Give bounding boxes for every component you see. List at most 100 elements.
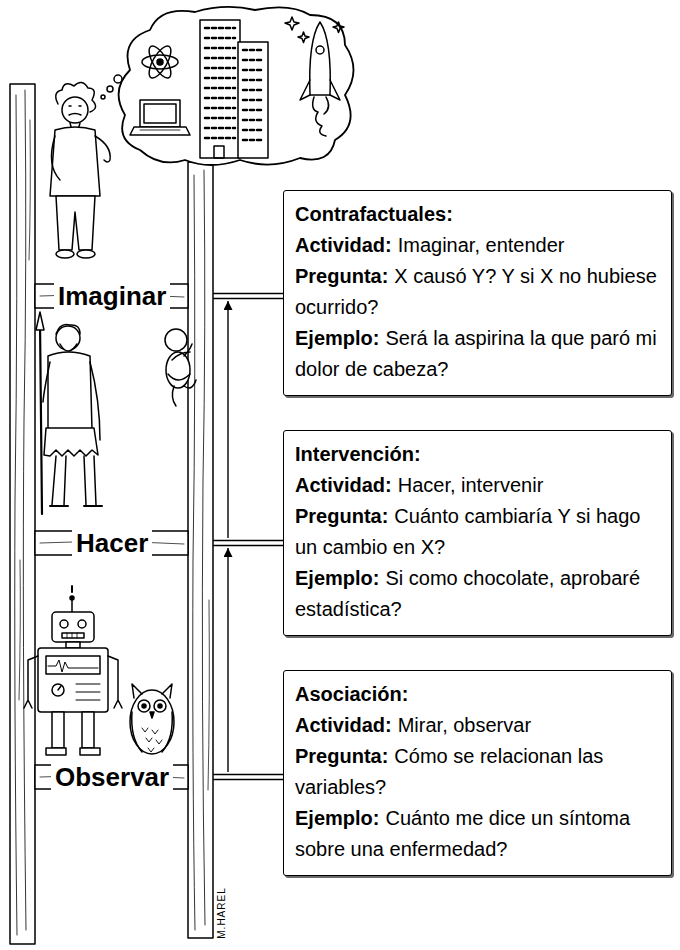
robot-figure	[66, 642, 80, 648]
box-row: Pregunta:X causó Y? Y si X no hubiese oc…	[295, 261, 661, 323]
einstein-figure	[62, 97, 88, 123]
owl-figure	[150, 712, 154, 718]
caveman-figure	[44, 428, 98, 456]
ladder-pole	[193, 175, 195, 930]
ladder-pole	[15, 95, 17, 935]
owl-figure	[142, 704, 146, 708]
caveman-figure	[56, 326, 80, 350]
box-heading: Asociación:	[295, 679, 661, 710]
ladder-pole	[188, 162, 213, 938]
thought-bubble	[316, 46, 324, 54]
thought-bubble	[285, 17, 299, 30]
signature: M.HAREL	[216, 887, 228, 938]
rung-title: Hacer	[76, 528, 148, 558]
owl-figure	[154, 700, 166, 712]
thought-bubble	[200, 20, 240, 158]
thought-bubble	[310, 22, 331, 95]
owl-figure	[130, 690, 174, 754]
field-name: Actividad:	[295, 474, 392, 496]
box-row: Ejemplo:Será la aspirina la que paró mi …	[295, 323, 661, 385]
robot-figure	[24, 656, 38, 708]
info-box: Intervención:Actividad:Hacer, intervenir…	[283, 430, 672, 636]
owl-figure	[142, 728, 162, 752]
einstein-figure	[50, 75, 122, 258]
einstein-figure	[56, 250, 74, 258]
thought-bubble	[243, 50, 263, 140]
baby-figure	[168, 374, 190, 380]
ladder-pole	[29, 120, 30, 260]
box-row: Ejemplo:Cuánto me dice un síntoma sobre …	[295, 803, 661, 865]
einstein-figure	[107, 86, 113, 92]
box-row: Actividad:Hacer, intervenir	[295, 470, 661, 501]
connector	[228, 548, 229, 772]
thought-bubble	[238, 42, 268, 158]
baby-figure	[165, 329, 187, 351]
box-row: Pregunta:Cuánto cambiaría Y si hago un c…	[295, 501, 661, 563]
baby-figure	[165, 329, 196, 406]
rung-label: Observar	[51, 761, 173, 793]
thought-bubble	[313, 97, 329, 136]
box-row: Pregunta:Cómo se relacionan las variable…	[295, 741, 661, 803]
robot-figure	[38, 648, 108, 712]
field-name: Pregunta:	[295, 265, 388, 287]
box-heading: Contrafactuales:	[295, 199, 661, 230]
robot-figure	[82, 712, 94, 748]
arrow-line	[227, 548, 228, 772]
owl-figure	[138, 700, 150, 712]
rung-label: Imaginar	[54, 280, 170, 312]
thought-bubble	[214, 146, 224, 158]
thought-bubble	[300, 80, 340, 100]
einstein-figure	[56, 196, 95, 250]
owl-figure	[158, 704, 162, 708]
thought-bubble	[130, 127, 190, 135]
field-value: Mirar, observar	[398, 714, 531, 736]
caveman-figure	[56, 324, 80, 334]
thought-bubble	[333, 22, 344, 33]
caveman-figure	[36, 312, 44, 330]
baby-figure	[166, 352, 190, 388]
field-name: Ejemplo:	[295, 807, 379, 829]
robot-figure	[67, 633, 77, 638]
robot-figure	[80, 748, 100, 755]
robot-figure	[76, 684, 100, 700]
ladder-pole	[202, 170, 205, 925]
einstein-figure	[101, 95, 105, 99]
caveman-figure	[40, 322, 42, 514]
caveman-figure	[50, 505, 102, 507]
field-name: Pregunta:	[295, 505, 388, 527]
field-name: Actividad:	[295, 714, 392, 736]
owl-figure	[130, 684, 174, 754]
robot-figure	[24, 586, 122, 755]
thought-bubble	[157, 59, 163, 65]
robot-figure	[60, 620, 68, 628]
thought-bubble	[145, 43, 175, 81]
ladder-pole	[23, 90, 26, 930]
field-name: Ejemplo:	[295, 327, 379, 349]
thought-bubble	[142, 55, 178, 69]
box-row: Ejemplo:Si como chocolate, aprobaré esta…	[295, 563, 661, 625]
robot-figure	[52, 612, 94, 642]
connector	[228, 301, 229, 538]
owl-figure	[132, 684, 172, 698]
field-name: Actividad:	[295, 234, 392, 256]
ladder-pole	[208, 600, 209, 790]
caveman-figure	[48, 352, 92, 430]
field-value: Imaginar, entender	[398, 234, 565, 256]
robot-figure	[62, 633, 84, 638]
caveman-figure	[60, 344, 77, 351]
caveman-figure	[36, 312, 102, 514]
einstein-figure	[95, 136, 110, 162]
thought-bubble	[205, 28, 235, 138]
einstein-figure	[51, 136, 60, 180]
robot-figure	[52, 684, 64, 696]
owl-figure	[132, 712, 173, 752]
field-name: Pregunta:	[295, 745, 388, 767]
ladder-pole	[10, 84, 35, 944]
box-heading: Intervención:	[295, 439, 661, 470]
box-row: Actividad: Imaginar, entender	[295, 230, 661, 261]
caveman-figure	[43, 362, 50, 402]
arrow-line	[227, 301, 228, 538]
robot-figure	[58, 686, 61, 690]
ladder-pole	[19, 560, 20, 700]
